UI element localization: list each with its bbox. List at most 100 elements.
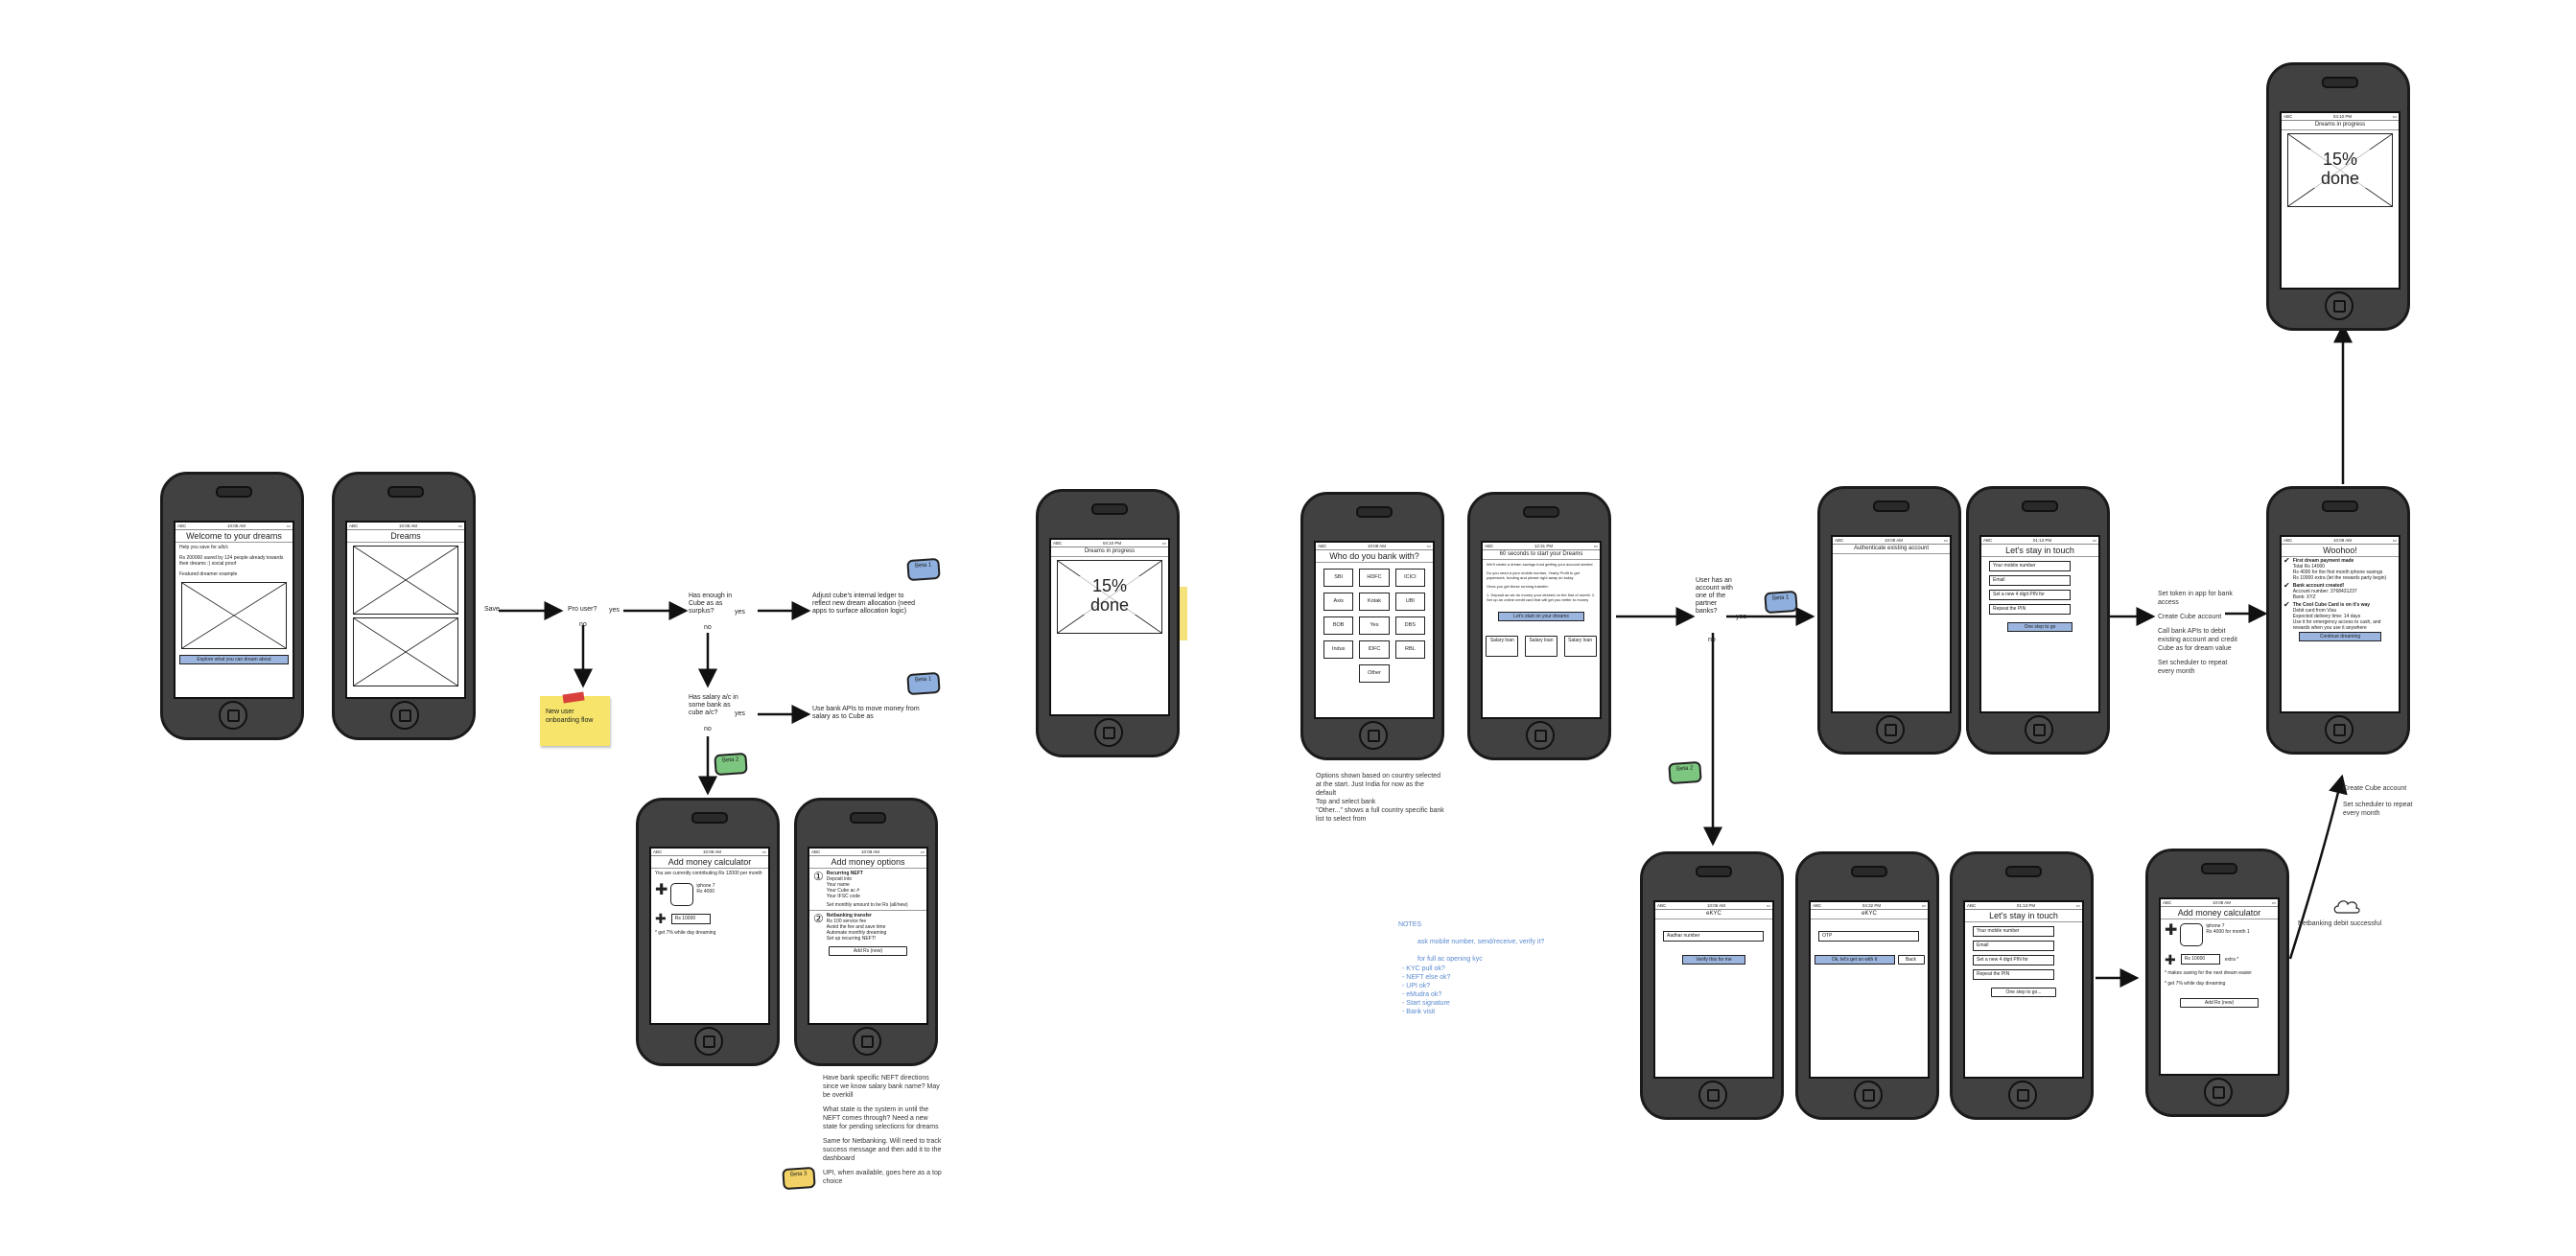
one-step-button[interactable]: One step to go... — [1991, 988, 2056, 997]
option-netbanking[interactable]: ② Netbanking transfer Rs 100 service fee… — [809, 910, 926, 943]
add-money-button[interactable]: Add Rs (new) — [2180, 998, 2259, 1008]
pin-field[interactable]: Set a new 4 digit PIN for — [1973, 955, 2054, 965]
home-button[interactable] — [2204, 1078, 2233, 1106]
back-button[interactable]: Back — [1897, 955, 1925, 965]
success-item: ✔ The Cool Cube Card is on it's way Debi… — [2282, 601, 2399, 632]
plus-icon[interactable]: ✚ — [655, 881, 668, 898]
bank-option[interactable]: Other — [1359, 664, 1390, 683]
intro-text: Do you need a your mobile number, Yearly… — [1487, 570, 1580, 580]
email-field[interactable]: Email — [1989, 575, 2071, 586]
salary-loan-card[interactable]: Salary loan — [1524, 636, 1557, 657]
dream-name: iphone 7 — [696, 882, 715, 889]
carrier: ABC — [811, 849, 821, 854]
mobile-field[interactable]: Your mobile number — [1973, 926, 2054, 937]
dream-image-placeholder[interactable] — [353, 617, 458, 686]
salary-loan-card[interactable]: Salary loan — [1486, 636, 1519, 657]
one-step-button[interactable]: One step to go — [2007, 622, 2073, 632]
continue-button[interactable]: Ok, let's get on with it — [1814, 955, 1895, 965]
note-text: Call bank APIs to debit existing account… — [2158, 628, 2237, 652]
checkmark-icon: ✔ — [2283, 556, 2290, 565]
home-button[interactable] — [2008, 1081, 2037, 1109]
pin-icon — [562, 691, 585, 704]
bank-option[interactable]: IDFC — [1359, 640, 1390, 659]
home-button[interactable] — [2025, 715, 2053, 744]
salary-loan-row: Salary loan Salary loan Salary loan — [1483, 633, 1600, 660]
speaker — [216, 486, 252, 498]
salary-loan-card[interactable]: Salary loan — [1563, 636, 1597, 657]
dream-image-placeholder[interactable] — [353, 546, 458, 615]
otp-input[interactable]: OTP — [1818, 931, 1919, 942]
mobile-field[interactable]: Your mobile number — [1989, 561, 2071, 571]
home-button[interactable] — [2325, 715, 2354, 744]
bank-option[interactable]: Yes — [1359, 616, 1390, 635]
notes-line: - NEFT else ok? — [1402, 974, 1451, 981]
home-button[interactable] — [1854, 1081, 1883, 1109]
option-line: Deposit into — [826, 876, 853, 882]
battery-icon: ▭ — [286, 523, 291, 528]
battery-icon: ▭ — [2092, 538, 2096, 543]
amount-input[interactable]: Rs 10000 — [670, 913, 711, 924]
screen-title: 60 seconds to start your Dreams — [1483, 550, 1600, 560]
beta-badge: Beta 2 — [1668, 760, 1702, 785]
battery-icon: ▭ — [457, 523, 462, 528]
repeat-pin-field[interactable]: Repeat the PIN — [1973, 969, 2054, 980]
start-dreams-button[interactable]: Let's start on your dreams — [1498, 612, 1584, 621]
home-button[interactable] — [1359, 721, 1388, 750]
pin-field[interactable]: Set a new 4 digit PIN for — [1989, 590, 2071, 600]
success-title: First dream payment made — [2292, 558, 2354, 564]
amount-input[interactable]: Rs 10000 — [2180, 954, 2220, 965]
progress-image: 15% done — [2287, 133, 2393, 207]
bank-option[interactable]: Kotak — [1359, 593, 1390, 611]
bank-option[interactable]: ICICI — [1394, 569, 1425, 587]
carrier: ABC — [1053, 541, 1063, 546]
home-button[interactable] — [219, 701, 247, 730]
bank-option[interactable]: RBL — [1394, 640, 1425, 659]
dream-amount: Rs 4000 for month 1 — [2206, 929, 2250, 935]
verify-button[interactable]: Verify this for me — [1682, 955, 1745, 965]
home-button[interactable] — [694, 1027, 723, 1056]
option-neft[interactable]: ① Recurring NEFT Deposit into Your name … — [809, 869, 926, 910]
plus-icon[interactable]: ✚ — [655, 910, 667, 926]
home-button[interactable] — [853, 1027, 881, 1056]
clock: 10:06 AM — [1706, 903, 1725, 908]
home-button[interactable] — [1526, 721, 1555, 750]
bank-option[interactable]: UBI — [1394, 593, 1425, 611]
screen-title: Welcome to your dreams — [176, 530, 293, 543]
intro-text: 1. Deposit as we do money your desired o… — [1487, 593, 1596, 602]
repeat-pin-field[interactable]: Repeat the PIN — [1989, 604, 2071, 615]
notes-line: - UPI ok? — [1402, 983, 1431, 989]
home-button[interactable] — [1698, 1081, 1727, 1109]
bank-option[interactable]: BOB — [1323, 616, 1354, 635]
note-netbanking-success: Netbanking debit successful — [2298, 920, 2382, 927]
note-text: Top and select bank — [1316, 799, 1376, 805]
continue-dreaming-button[interactable]: Continue dreaming — [2299, 632, 2381, 641]
explore-button[interactable]: Explore what you can dream about — [179, 655, 289, 664]
option-line: Set monthly amount to be Rs (all/new) — [826, 902, 908, 908]
home-button[interactable] — [1094, 718, 1123, 747]
aadhar-input[interactable]: Aadhar number — [1663, 931, 1764, 942]
yes-label: yes — [735, 609, 745, 616]
speaker — [1523, 506, 1559, 518]
add-money-button[interactable]: Add Rs (new) — [829, 946, 907, 956]
yes-label: yes — [735, 710, 745, 717]
plus-icon[interactable]: ✚ — [2165, 922, 2178, 939]
bank-option[interactable]: Indus — [1323, 640, 1354, 659]
bank-option[interactable]: SBI — [1323, 569, 1354, 587]
clock: 10:08 AM — [2212, 900, 2231, 905]
home-button[interactable] — [390, 701, 419, 730]
email-field[interactable]: Email — [1973, 941, 2054, 951]
bank-option[interactable]: HDFC — [1359, 569, 1390, 587]
plus-icon[interactable]: ✚ — [2165, 951, 2176, 967]
home-button[interactable] — [1876, 715, 1905, 744]
bank-option[interactable]: Axis — [1323, 593, 1354, 611]
home-button[interactable] — [2325, 291, 2354, 320]
bank-option[interactable]: DBS — [1394, 616, 1425, 635]
